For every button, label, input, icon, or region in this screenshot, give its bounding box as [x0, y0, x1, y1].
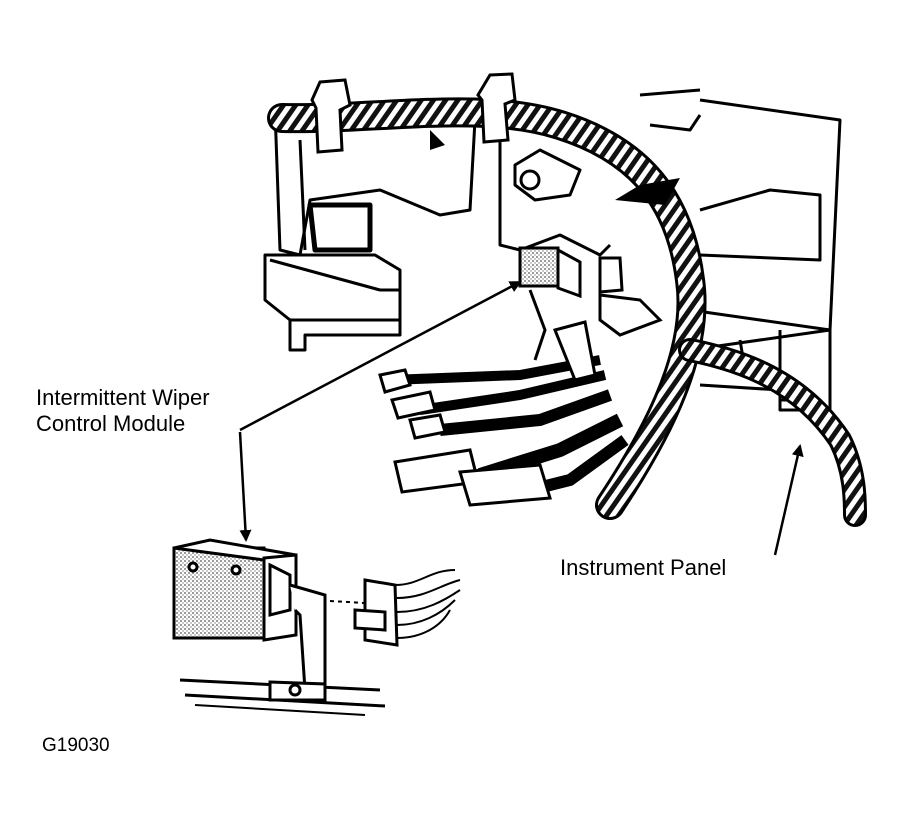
installed-module [518, 246, 624, 361]
harness-clips [310, 72, 517, 154]
leader-to-installed-module [239, 280, 522, 432]
callout-wiper-control-module: Intermittent Wiper Control Module [36, 385, 210, 437]
wiring-harness [267, 97, 867, 527]
figure-id: G19030 [42, 735, 110, 756]
leader-lines [238, 280, 804, 556]
callout-instrument-panel: Instrument Panel [560, 555, 727, 580]
callout-module-line2: Control Module [36, 411, 186, 436]
callout-module-line1: Intermittent Wiper [36, 385, 210, 410]
connector-bundle [378, 293, 663, 507]
leader-to-detail-module [238, 431, 252, 542]
module-detail-view [172, 538, 461, 716]
leader-to-instrument-panel [773, 444, 804, 556]
